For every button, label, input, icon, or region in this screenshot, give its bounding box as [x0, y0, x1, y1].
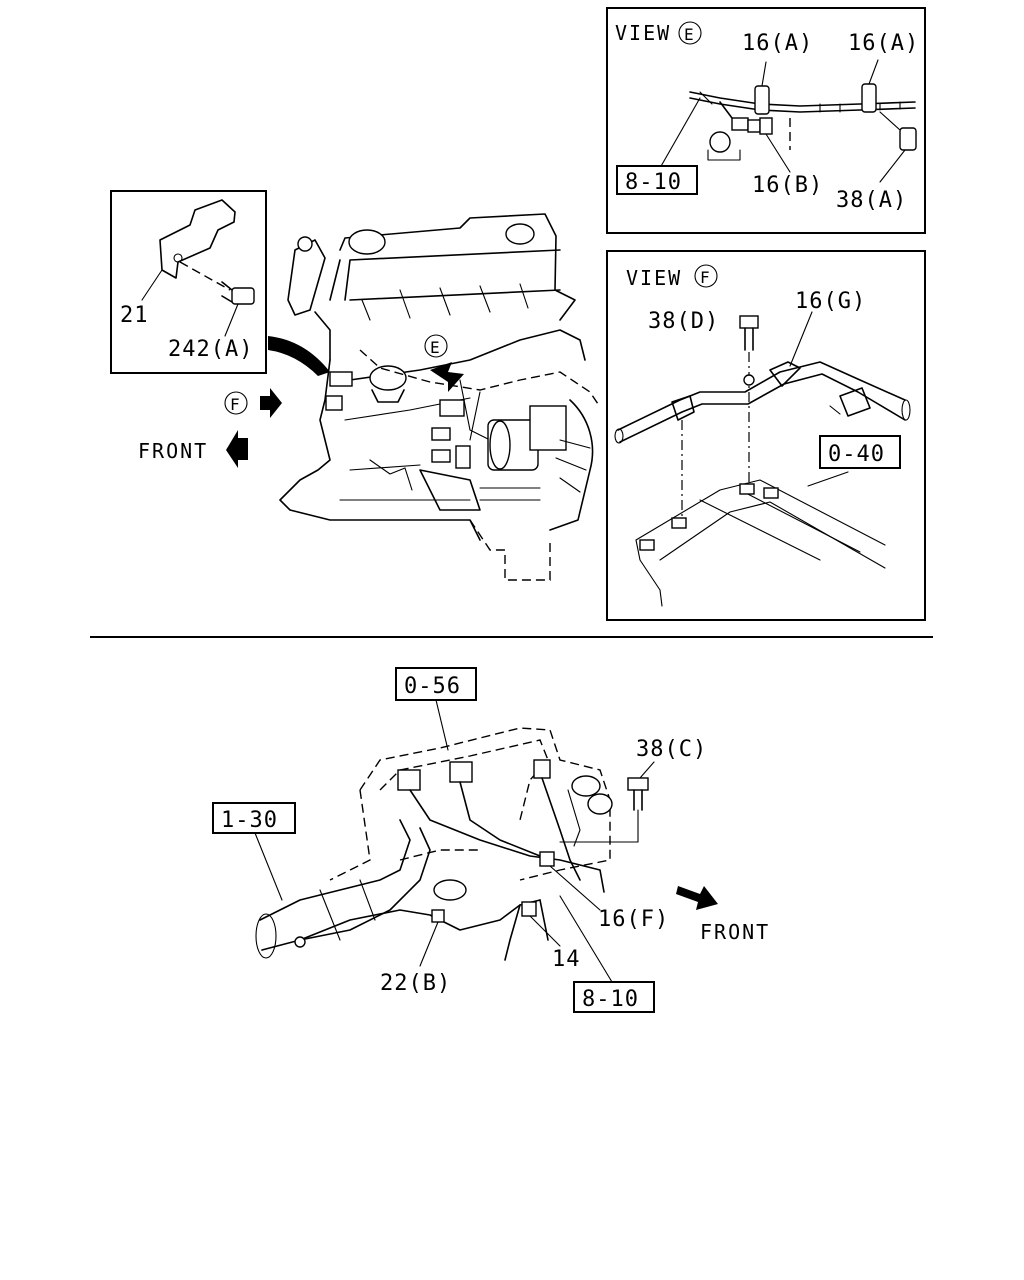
bracket-21	[159, 199, 236, 279]
ref-box-1-30	[212, 802, 296, 834]
clip-16b	[759, 117, 773, 135]
view-e-ref: 8-10	[625, 170, 682, 195]
main-marker-e: E	[430, 338, 442, 357]
view-f-marker: F	[700, 268, 712, 287]
view-e-marker-circle	[678, 21, 702, 45]
view-f-title: VIEW	[626, 266, 682, 290]
bolt-38c	[627, 777, 649, 791]
clip-16f	[539, 851, 555, 867]
view-e-ref-box	[616, 165, 698, 195]
front-arrow-lower	[676, 886, 718, 910]
ref-8-10-lower: 8-10	[582, 987, 639, 1012]
bracket-inset: 21 242(A)	[110, 190, 267, 374]
lower-label-14: 14	[552, 947, 581, 972]
main-marker-f: F	[230, 395, 242, 414]
view-e-marker: E	[684, 25, 696, 44]
view-e-label-16a-2: 16(A)	[848, 31, 919, 56]
lower-label-16f: 16(F)	[598, 907, 669, 932]
main-front-label: FRONT	[138, 439, 208, 463]
lower-engine-outline	[359, 727, 611, 881]
view-f-ref: 0-40	[828, 442, 885, 467]
front-arrow-upper	[226, 430, 248, 468]
part-14	[521, 901, 537, 917]
view-e-sensor	[709, 131, 731, 153]
view-f-label-38d: 38(D)	[648, 309, 719, 334]
view-e-label-38a: 38(A)	[836, 188, 907, 213]
lower-exhaust-pipe	[259, 819, 411, 921]
bolt-38d	[739, 315, 759, 329]
bracket-21-mounted	[329, 371, 353, 387]
view-f-ref-box	[819, 435, 901, 469]
clip-16g	[769, 361, 801, 387]
view-f-pointer-arrow	[260, 388, 282, 418]
bracket-label-21: 21	[120, 303, 149, 328]
bolt-38a	[899, 127, 917, 151]
view-f-marker-circle	[694, 264, 718, 288]
lower-front-label: FRONT	[700, 920, 770, 944]
bolt-242a	[231, 287, 255, 305]
view-e-title: VIEW	[615, 21, 671, 45]
view-e-panel: VIEW E 16(A) 16(A) 8-10 16(B) 38(A	[606, 7, 926, 234]
lower-label-38c: 38(C)	[636, 737, 707, 762]
view-e-pointer-arrow	[430, 362, 464, 392]
lower-harness-wire	[409, 789, 605, 893]
view-e-label-16a-1: 16(A)	[742, 31, 813, 56]
clip-16a-right	[861, 83, 877, 113]
clip-16a-left	[754, 85, 770, 115]
ref-0-56: 0-56	[404, 674, 461, 699]
main-marker-e-circle	[424, 334, 448, 358]
bracket-label-242a: 242(A)	[168, 337, 253, 362]
clip-22b	[431, 909, 445, 923]
inset-pointer-arrow	[268, 336, 330, 376]
main-marker-f-circle	[224, 391, 248, 415]
main-engine-view: E F FRONT	[138, 213, 599, 581]
lower-label-22b: 22(B)	[380, 971, 451, 996]
view-f-panel: VIEW F 38(D) 16(G) 0-40	[606, 250, 926, 621]
view-f-label-16g: 16(G)	[795, 289, 866, 314]
engine-harness	[359, 349, 599, 405]
ref-box-0-56	[395, 667, 477, 701]
view-e-frame	[606, 7, 926, 234]
ref-1-30: 1-30	[221, 808, 278, 833]
view-f-frame	[606, 250, 926, 621]
ref-box-8-10	[573, 981, 655, 1013]
view-e-label-16b: 16(B)	[752, 173, 823, 198]
bracket-inset-frame	[110, 190, 267, 374]
lower-harness-view: 0-56 1-30 38(C)	[212, 667, 770, 1013]
engine-outline	[339, 213, 576, 321]
